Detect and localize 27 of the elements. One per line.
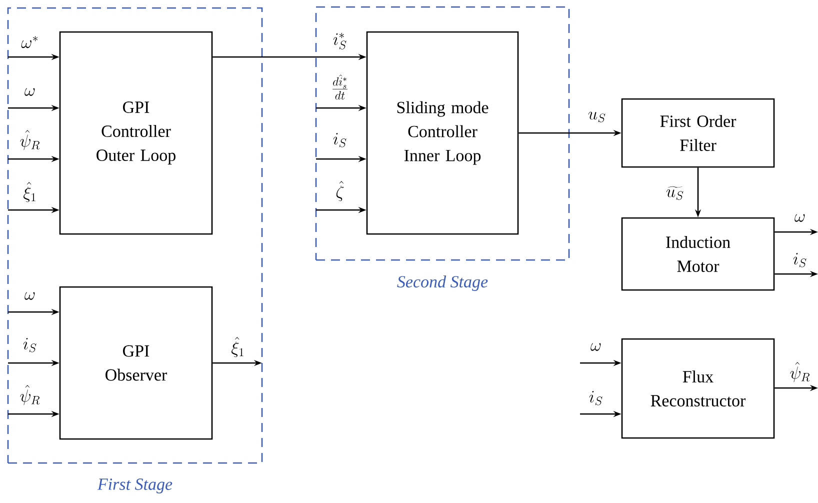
signal-label: $i_S$ (23, 338, 36, 352)
signal-label: $\hat{\psi}_R$ (20, 385, 40, 406)
block-box: GPI Observer (59, 286, 213, 440)
signal-label: $\hat{\xi}_1$ (24, 182, 36, 202)
block-box: Sliding mode Controller Inner Loop (366, 31, 519, 235)
block-box: GPI Controller Outer Loop (59, 31, 213, 235)
signal-label: $\omega$ (24, 88, 35, 96)
signal-label: $u_S$ (588, 112, 606, 122)
signal-label: $\omega$ (590, 343, 601, 351)
signal-label: $\hat{\psi}_R$ (20, 130, 40, 150)
signal-label: $i_S$ (589, 391, 602, 406)
signal-label: $\omega$ (24, 292, 35, 300)
node-label: First Stage (97, 478, 172, 494)
signal-label: $\omega^*$ (21, 36, 38, 48)
signal-label: $\frac{d\hat{i}_s^*}{dt}$ (332, 74, 348, 100)
signal-label: $\omega$ (794, 214, 805, 222)
block-box: Induction Motor (621, 217, 775, 291)
block-box: First Order Filter (621, 98, 775, 168)
signal-label: $\hat{\xi}_1$ (232, 337, 244, 358)
signal-label: $i_S$ (793, 253, 806, 268)
signal-label: $\hat{\psi}_R$ (790, 362, 810, 382)
signal-label: $i_S$ (333, 133, 346, 148)
signal-label: $\hat{\zeta}$ (336, 181, 344, 202)
node-label: Second Stage (397, 276, 488, 291)
signal-label: $i_S^*$ (333, 32, 346, 50)
block-box: Flux Reconstructor (621, 338, 775, 439)
signal-label: $\widetilde{u_S}$ (666, 186, 684, 200)
